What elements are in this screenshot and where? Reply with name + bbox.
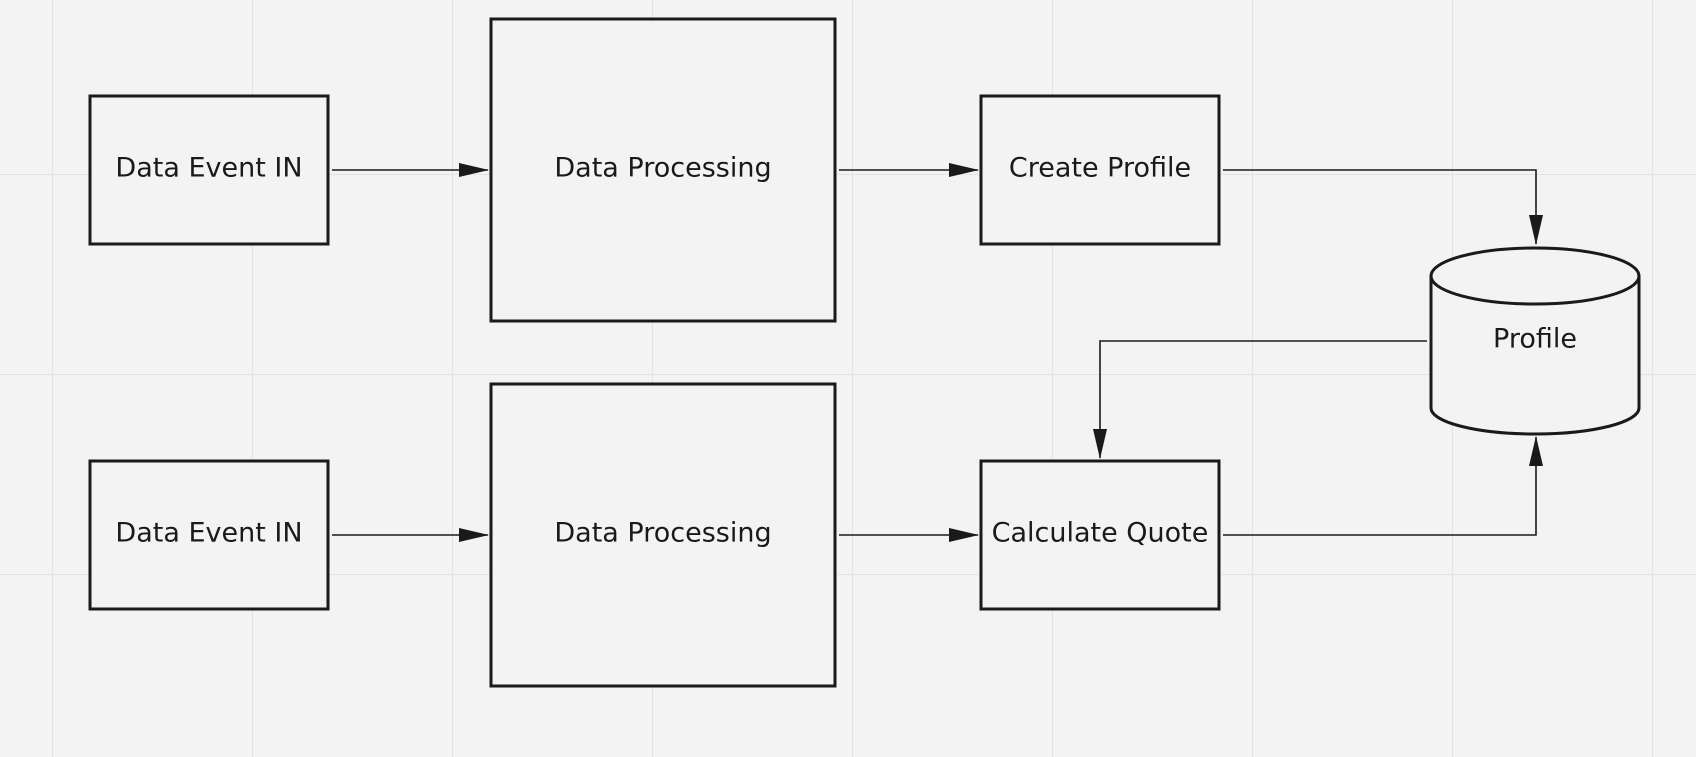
node-create-profile[interactable]: Create Profile <box>979 94 1221 246</box>
node-event-in-top-label: Data Event IN <box>115 153 302 184</box>
database-cylinder-top <box>1429 246 1641 306</box>
node-processing-top-label: Data Processing <box>554 153 771 184</box>
node-calculate-quote[interactable]: Calculate Quote <box>979 459 1221 611</box>
node-event-in-top-box <box>88 94 330 246</box>
node-create-profile-box <box>979 94 1221 246</box>
node-processing-top-box <box>489 17 837 323</box>
connectors <box>332 163 1543 542</box>
node-processing-top[interactable]: Data Processing <box>489 17 837 323</box>
node-event-in-bottom[interactable]: Data Event IN <box>88 459 330 611</box>
node-event-in-bottom-label: Data Event IN <box>115 518 302 549</box>
database-cylinder-body <box>1429 276 1641 436</box>
node-processing-bottom[interactable]: Data Processing <box>489 382 837 688</box>
node-calculate-quote-box <box>979 459 1221 611</box>
edge-calculate-quote-to-profile[interactable] <box>1223 436 1543 536</box>
node-processing-bottom-label: Data Processing <box>554 518 771 549</box>
edge-profile-to-calculate-quote[interactable] <box>1093 340 1427 459</box>
edge-create-profile-to-profile[interactable] <box>1223 169 1543 245</box>
node-event-in-bottom-box <box>88 459 330 611</box>
node-create-profile-label: Create Profile <box>1009 153 1191 184</box>
node-calculate-quote-label: Calculate Quote <box>992 518 1209 549</box>
node-profile-database[interactable]: Profile <box>1429 246 1641 436</box>
node-event-in-top[interactable]: Data Event IN <box>88 94 330 246</box>
node-processing-bottom-box <box>489 382 837 688</box>
node-profile-database-label: Profile <box>1493 324 1577 355</box>
